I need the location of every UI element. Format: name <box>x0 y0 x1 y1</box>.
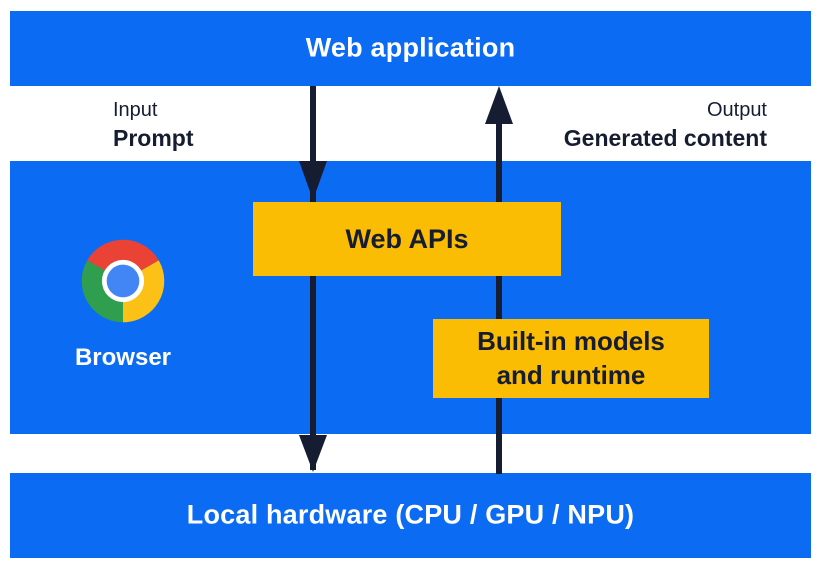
web-apis-box: Web APIs <box>253 202 561 276</box>
builtin-models-line2: and runtime <box>496 359 646 390</box>
web-apis-label: Web APIs <box>345 223 469 254</box>
output-title: Output <box>706 99 767 121</box>
local-hardware-band: Local hardware (CPU / GPU / NPU) <box>10 473 811 558</box>
up-arrowhead-to-web-application <box>485 86 513 124</box>
local-hardware-label: Local hardware (CPU / GPU / NPU) <box>186 498 635 529</box>
down-arrowhead-to-hardware <box>299 435 327 472</box>
input-value-prompt: Prompt <box>113 124 194 151</box>
input-title: Input <box>113 99 158 121</box>
input-label-group: Input Prompt <box>113 99 194 152</box>
browser-label: Browser <box>74 344 172 371</box>
output-value-generated-content: Generated content <box>563 124 767 151</box>
builtin-models-line1: Built-in models <box>477 325 665 356</box>
chrome-logo-icon <box>81 239 165 323</box>
output-label-group: Output Generated content <box>564 99 767 152</box>
builtin-models-box: Built-in models and runtime <box>433 319 709 398</box>
web-application-band: Web application <box>10 11 811 86</box>
web-application-label: Web application <box>305 31 516 62</box>
